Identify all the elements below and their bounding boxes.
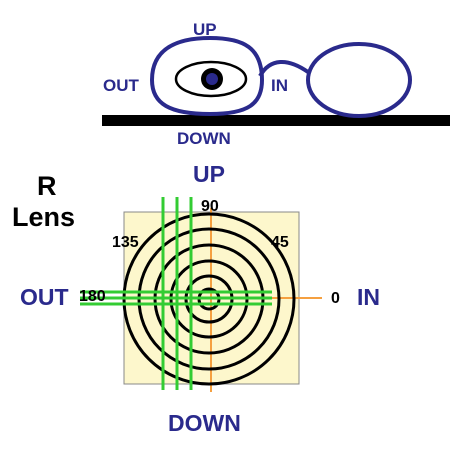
- label-down: DOWN: [177, 129, 231, 148]
- glasses-bridge: [258, 60, 310, 78]
- direction-out: OUT: [20, 284, 69, 310]
- label-up: UP: [193, 20, 217, 39]
- glasses-diagram: UP OUT IN DOWN: [102, 20, 450, 148]
- angle-135: 135: [112, 234, 139, 251]
- lens-diagram: R Lens UP OUT IN DOWN 90 135 45: [12, 161, 380, 436]
- lens-title-r: R: [37, 171, 57, 201]
- right-lens-frame: [306, 42, 412, 118]
- angle-45: 45: [271, 234, 289, 251]
- angle-90: 90: [201, 198, 219, 215]
- eye-pupil: [206, 73, 218, 85]
- angle-0: 0: [331, 290, 340, 307]
- label-in: IN: [271, 76, 288, 95]
- vertical-green-lines: [161, 197, 193, 390]
- direction-down: DOWN: [168, 410, 241, 436]
- direction-up: UP: [193, 161, 225, 187]
- direction-in: IN: [357, 284, 380, 310]
- label-out: OUT: [103, 76, 140, 95]
- angle-180: 180: [79, 288, 106, 305]
- table-bar: [102, 115, 450, 126]
- lens-title-lens: Lens: [12, 202, 75, 232]
